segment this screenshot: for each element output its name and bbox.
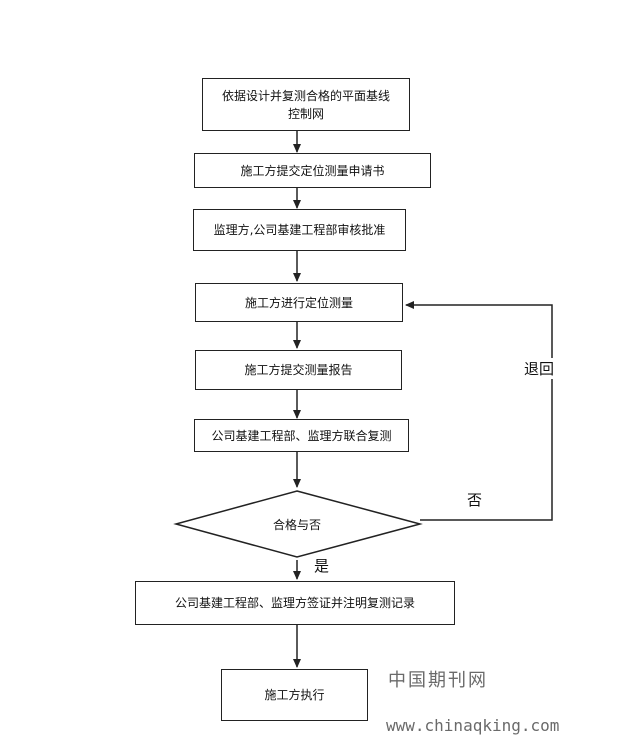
step-positioning-survey-label: 施工方进行定位测量 <box>244 295 353 310</box>
step-positioning-survey: 施工方进行定位测量 <box>195 283 403 322</box>
edge-label-yes: 是 <box>314 557 330 575</box>
step-sign-off-label: 公司基建工程部、监理方签证并注明复测记录 <box>174 596 415 610</box>
decision-label: 合格与否 <box>273 518 322 532</box>
watermark-site-name: 中国期刊网 <box>388 670 488 691</box>
edge-label-return: 退回 <box>522 358 557 379</box>
step-sign-off: 公司基建工程部、监理方签证并注明复测记录 <box>135 581 455 625</box>
step-review-approval-label: 监理方,公司基建工程部审核批准 <box>213 223 386 237</box>
step-execute: 施工方执行 <box>221 669 368 721</box>
watermark-url: www.chinaqking.com <box>386 716 560 735</box>
decision-diamond <box>173 490 423 558</box>
step-submit-report: 施工方提交测量报告 <box>195 350 402 390</box>
step-joint-recheck-label: 公司基建工程部、监理方联合复测 <box>211 428 392 443</box>
step-submit-application: 施工方提交定位测量申请书 <box>194 153 431 188</box>
step-base-control-network: 依据设计并复测合格的平面基线控制网 <box>202 78 410 131</box>
edge-label-no: 否 <box>467 491 483 509</box>
step-execute-label: 施工方执行 <box>264 688 325 702</box>
step-base-control-network-label: 依据设计并复测合格的平面基线控制网 <box>221 88 390 121</box>
step-submit-application-label: 施工方提交定位测量申请书 <box>240 163 385 178</box>
step-joint-recheck: 公司基建工程部、监理方联合复测 <box>194 419 409 452</box>
step-submit-report-label: 施工方提交测量报告 <box>244 363 353 377</box>
feedback-loop-no <box>405 301 553 521</box>
step-review-approval: 监理方,公司基建工程部审核批准 <box>193 209 406 251</box>
